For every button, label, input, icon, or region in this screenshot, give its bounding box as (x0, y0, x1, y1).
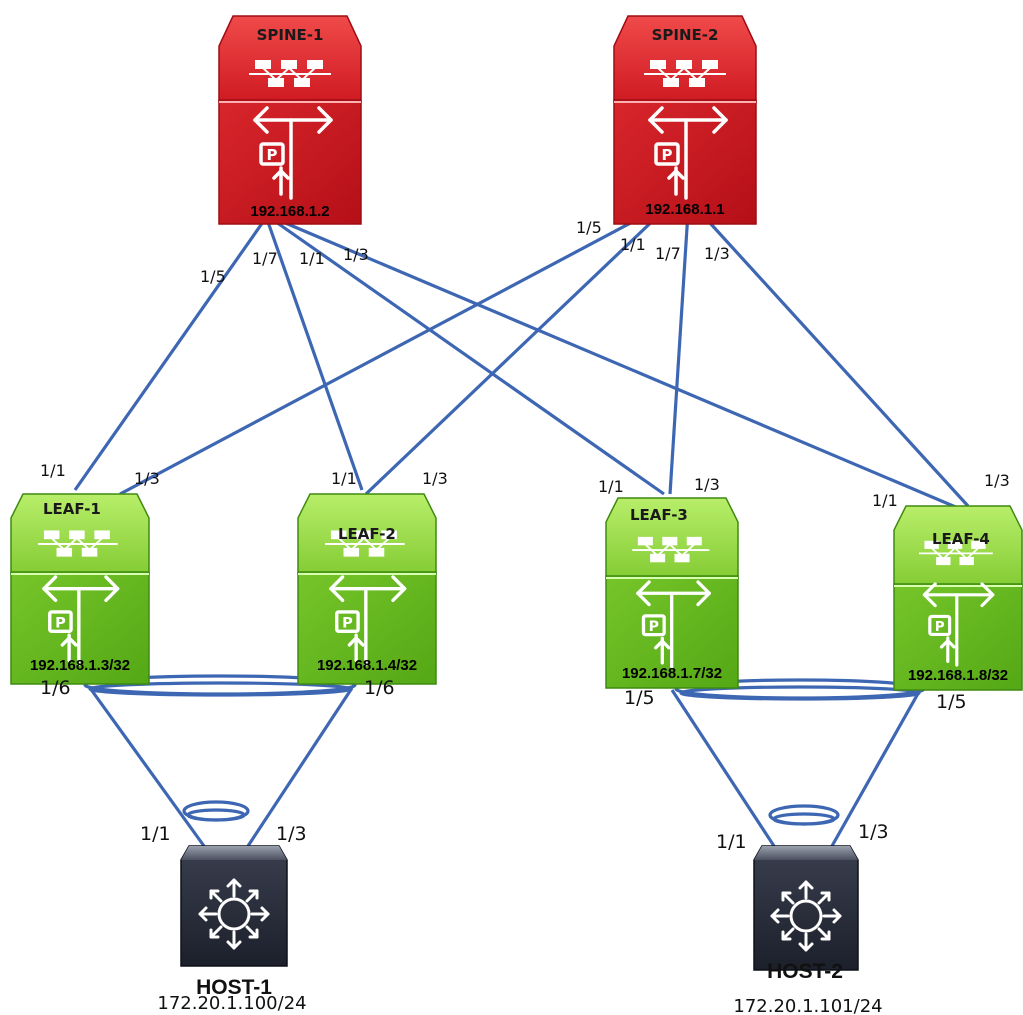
host-1-router[interactable] (180, 845, 288, 967)
link-leaf4-host2 (830, 689, 922, 847)
leaf-4-switch[interactable]: LEAF-4 192.168.1.8/32 (893, 505, 1023, 691)
port-channel-ring-host1-inner (186, 808, 246, 822)
leaf-1-name: LEAF-1 (43, 500, 101, 518)
spine-2-name: SPINE-2 (652, 26, 719, 44)
port-label: 1/7 (252, 249, 278, 268)
spine-1-switch[interactable]: SPINE-1 192.168.1.2 (218, 15, 362, 225)
spine-2-switch[interactable]: SPINE-2 192.168.1.1 (613, 15, 757, 225)
vpc-ring-leaf1-leaf2-inner (88, 681, 352, 697)
port-label: 1/1 (598, 477, 624, 496)
link-spine1-leaf4 (282, 220, 959, 510)
host-2-router[interactable] (753, 845, 859, 971)
link-spine1-leaf2 (266, 221, 364, 491)
port-label: 1/1 (40, 461, 66, 480)
links (73, 208, 970, 847)
link-spine2-leaf1 (119, 208, 656, 496)
leaf-4-ip: 192.168.1.8/32 (908, 667, 1008, 684)
port-label: 1/1 (299, 249, 325, 268)
link-spine2-leaf3 (668, 211, 690, 495)
port-label: 1/3 (276, 823, 307, 845)
port-label: 1/1 (620, 235, 646, 254)
port-label: 1/7 (655, 244, 681, 263)
port-channel-ring-host2-inner (772, 812, 836, 826)
leaf-4-name: LEAF-4 (932, 530, 990, 548)
host-2-ip-label: 172.20.1.101/24 (733, 996, 882, 1015)
host-2-name: HOST-2 (767, 960, 843, 983)
leaf-2-switch[interactable]: LEAF-2 192.168.1.4/32 (297, 493, 437, 685)
spine-1-ip: 192.168.1.2 (250, 203, 329, 220)
link-spine1-leaf3 (275, 220, 665, 496)
port-label: 1/1 (716, 831, 747, 853)
port-label: 1/6 (364, 677, 395, 699)
port-label: 1/1 (872, 491, 898, 510)
port-label: 1/1 (331, 469, 357, 488)
router-icon (770, 880, 842, 952)
leaf-1-switch[interactable]: LEAF-1 192.168.1.3/32 (10, 493, 150, 685)
leaf-3-switch[interactable]: LEAF-3 192.168.1.7/32 (605, 497, 739, 689)
host-1-name: HOST-1 (196, 976, 272, 999)
port-label: 1/1 (140, 823, 171, 845)
spine-2-ip: 192.168.1.1 (645, 201, 724, 218)
link-spine2-leaf4 (698, 210, 970, 508)
port-label: 1/3 (858, 821, 889, 843)
port-label: 1/5 (936, 691, 967, 713)
leaf-2-ip: 192.168.1.4/32 (317, 657, 417, 674)
link-spine1-leaf1 (73, 221, 265, 491)
leaf-3-ip: 192.168.1.7/32 (622, 665, 722, 682)
port-label: 1/5 (576, 218, 602, 237)
vpc-ring-leaf3-leaf4-inner (679, 685, 921, 701)
link-leaf2-host1 (246, 687, 354, 847)
router-icon (198, 878, 270, 950)
link-leaf3-host2 (670, 689, 776, 847)
spine-1-name: SPINE-1 (257, 26, 324, 44)
host-1-ip-label: 172.20.1.100/24 (157, 993, 306, 1014)
port-label: 1/3 (984, 471, 1010, 490)
port-label: 1/3 (422, 469, 448, 488)
port-label: 1/3 (343, 245, 369, 264)
port-label: 1/3 (694, 475, 720, 494)
link-spine2-leaf2 (364, 210, 664, 496)
link-leaf1-host1 (88, 687, 206, 847)
port-labels: 1/5 1/7 1/1 1/3 1/5 1/1 1/7 1/3 1/1 1/3 … (40, 218, 1010, 853)
port-label: 1/5 (624, 687, 655, 709)
port-label: 1/6 (40, 677, 71, 699)
leaf-2-name: LEAF-2 (338, 525, 396, 543)
port-label: 1/3 (134, 469, 160, 488)
leaf-3-name: LEAF-3 (630, 506, 688, 524)
port-channel-rings (83, 674, 926, 826)
port-label: 1/5 (200, 267, 226, 286)
port-label: 1/3 (704, 244, 730, 263)
leaf-1-ip: 192.168.1.3/32 (30, 657, 130, 674)
